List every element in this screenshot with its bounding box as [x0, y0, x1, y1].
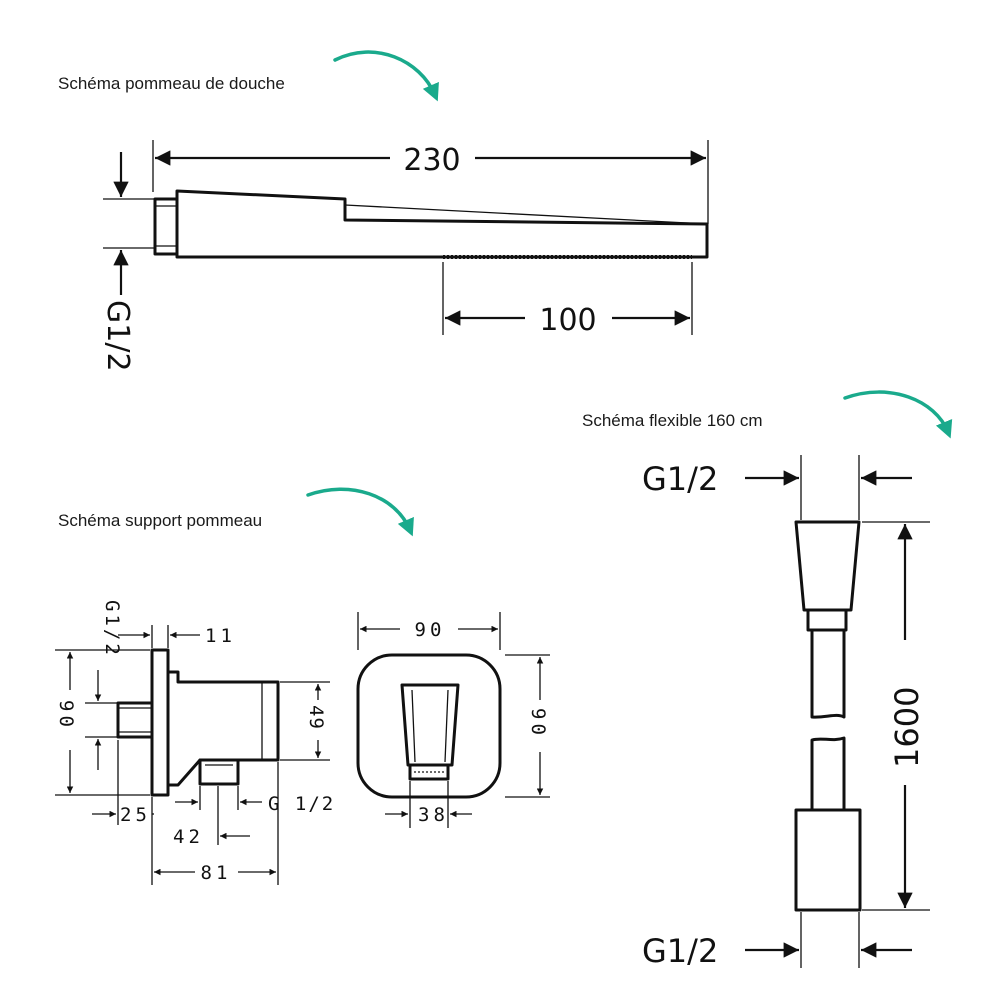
- hose-drawing: G1/2 1600 G1/2: [642, 455, 930, 970]
- dim-holder-thread-top: G1/2: [101, 600, 123, 658]
- holder-body: [166, 670, 280, 787]
- dim-shower-thread: G1/2: [100, 300, 135, 372]
- holder-outlet: [198, 758, 240, 786]
- holder-side-drawing: G1/2 11 90 49 G 1/2: [55, 600, 335, 885]
- hose-title: Schéma flexible 160 cm: [582, 411, 763, 430]
- dim-holder-25: 25: [120, 804, 151, 826]
- accent-arrow-hose: [843, 390, 953, 439]
- hose-top-fitting: [794, 520, 861, 612]
- holder-wall-plate: [150, 648, 170, 797]
- hose-upper: [810, 628, 846, 719]
- shower-head-body: [175, 189, 709, 259]
- shower-head-title: Schéma pommeau de douche: [58, 74, 285, 93]
- holder-thread: [116, 701, 154, 739]
- dim-hose-thread-bottom: G1/2: [642, 932, 718, 970]
- dim-front-outlet: 38: [418, 804, 449, 826]
- holder-title: Schéma support pommeau: [58, 511, 263, 530]
- dim-holder-height-left: 90: [55, 700, 77, 731]
- dim-holder-height-inner: 49: [305, 705, 327, 730]
- holder-front-body: [400, 683, 460, 767]
- shower-head-drawing: 230 100 G1/2: [100, 140, 709, 372]
- dim-holder-width-top: 11: [205, 625, 236, 647]
- hose-bottom-fitting: [794, 808, 862, 912]
- dim-front-height: 90: [527, 708, 549, 739]
- accent-arrow-shower-head: [333, 50, 439, 102]
- holder-front-drawing: 90 90 38: [356, 612, 550, 828]
- dim-holder-thread-bottom: G 1/2: [268, 793, 335, 815]
- dim-hose-length: 1600: [888, 687, 926, 768]
- accent-arrow-holder: [306, 487, 414, 537]
- dim-shower-spray: 100: [539, 303, 596, 338]
- dim-holder-81: 81: [201, 862, 232, 884]
- dim-front-width: 90: [415, 619, 446, 641]
- holder-front-outlet: [408, 763, 450, 781]
- dim-holder-42: 42: [173, 826, 204, 848]
- dim-shower-length: 230: [403, 143, 460, 178]
- dim-hose-thread-top: G1/2: [642, 460, 718, 498]
- hose-lower: [810, 736, 846, 812]
